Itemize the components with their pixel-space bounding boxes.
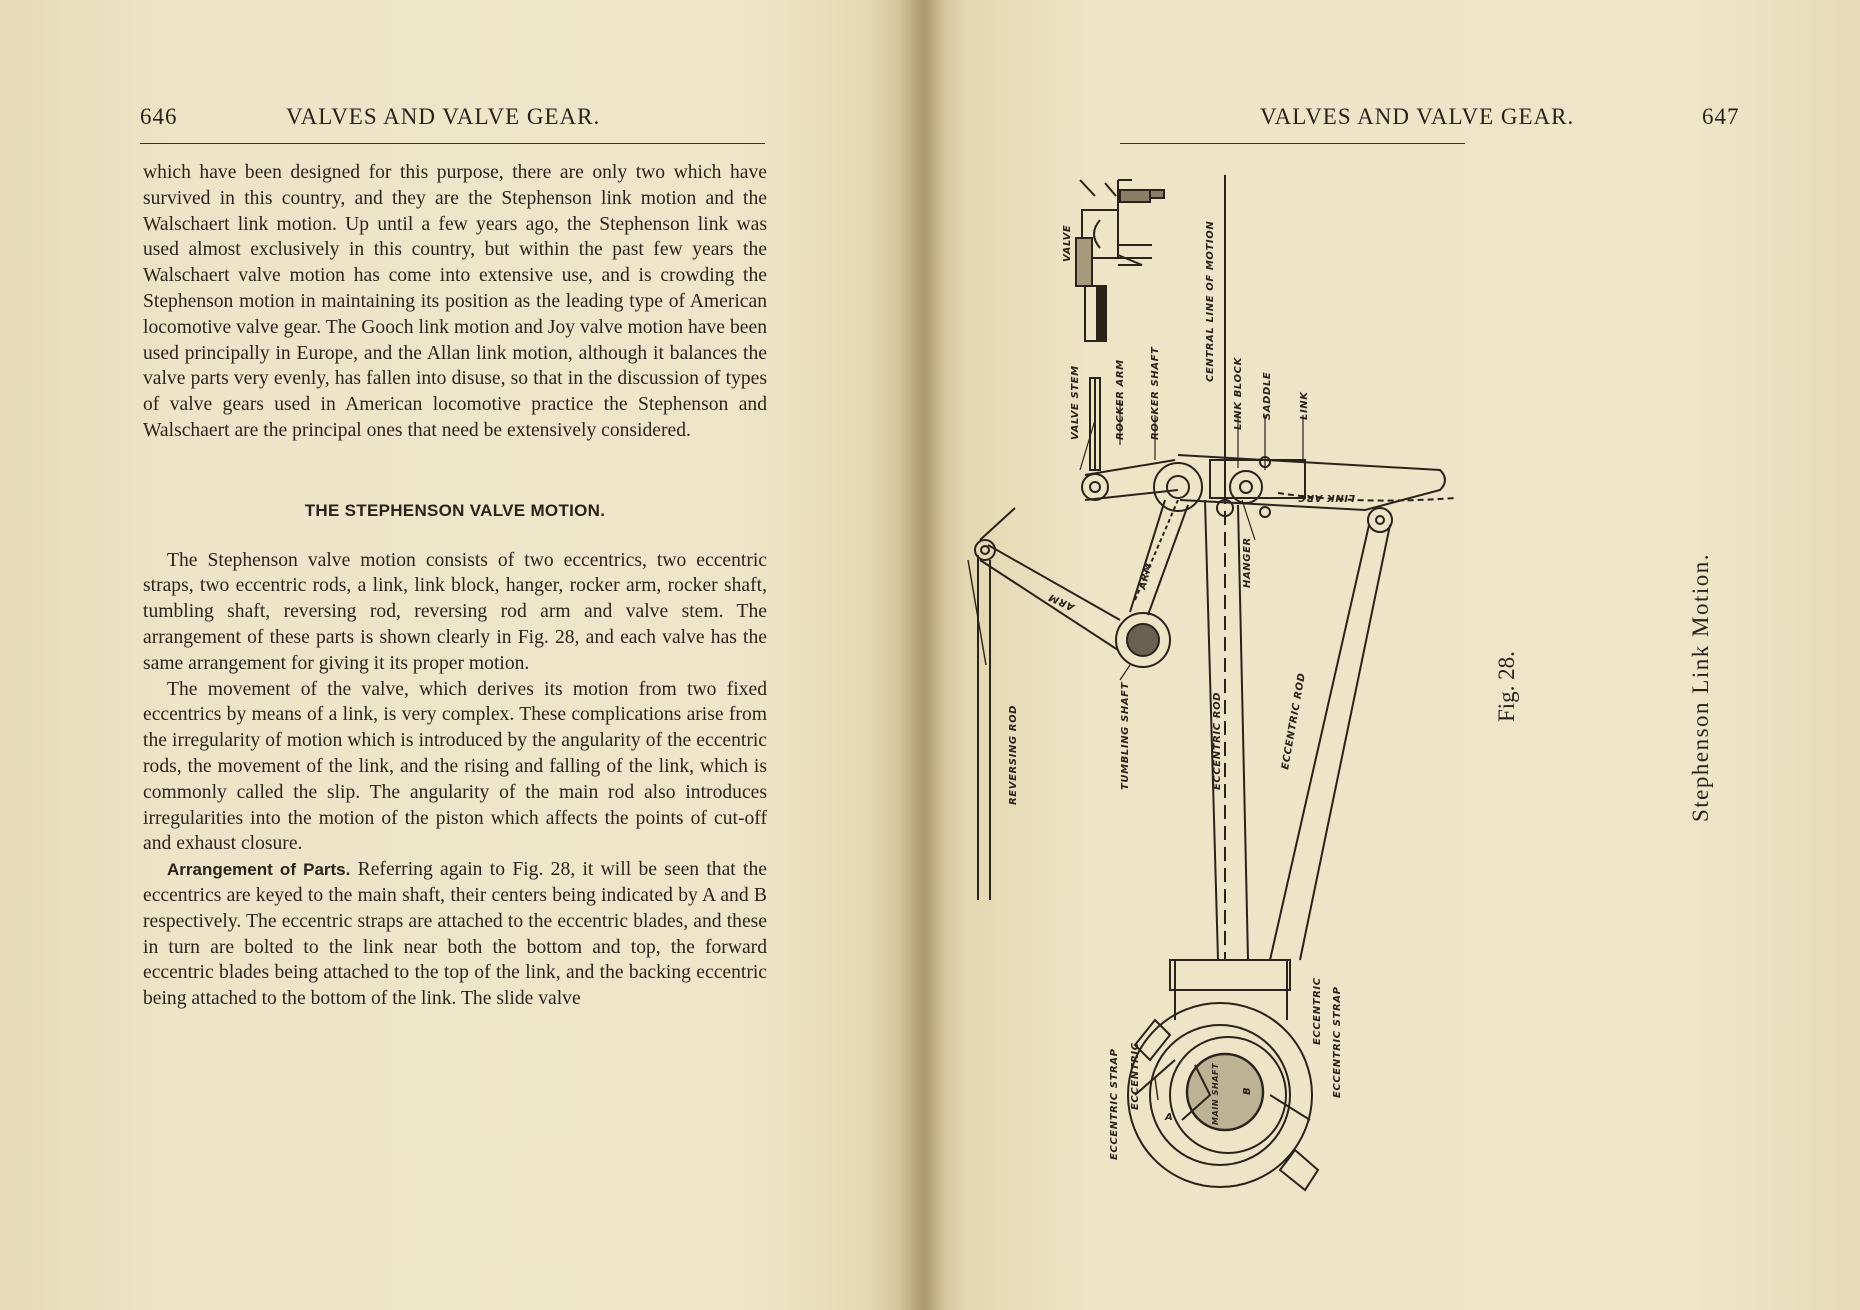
right-head-rule	[1120, 143, 1465, 144]
label-central-line: CENTRAL LINE OF MOTION	[1205, 221, 1216, 382]
label-eccentric-strap-right: ECCENTRIC STRAP	[1332, 986, 1343, 1098]
right-running-head: VALVES AND VALVE GEAR.	[1260, 104, 1575, 129]
figure-number: Fig. 28.	[1494, 651, 1519, 722]
link-arc	[1277, 492, 1456, 502]
left-page: 646 VALVES AND VALVE GEAR. which have be…	[0, 0, 920, 1310]
book-gutter	[900, 0, 945, 1310]
hanger-left-edge	[1129, 499, 1166, 613]
stephenson-link-motion-figure: VALVE VALVE STEM ROCKER ARM ROCKER SHAFT…	[967, 175, 1713, 1192]
main-shaft	[1185, 1052, 1265, 1132]
right-page: VALVES AND VALVE GEAR. 647	[920, 0, 1860, 1310]
figure-title: Stephenson Link Motion.	[1688, 553, 1713, 822]
label-eccentric-strap-left: ECCENTRIC STRAP	[1109, 1048, 1120, 1160]
rocker-arm	[1084, 459, 1179, 501]
rocker-arm-pin	[1081, 473, 1109, 501]
eccentric-right	[1169, 1036, 1287, 1154]
paragraph-1: which have been designed for this purpos…	[143, 162, 767, 441]
paragraph-4-heading: Arrangement of Parts.	[167, 860, 351, 880]
label-saddle: SADDLE	[1262, 372, 1273, 420]
saddle	[1229, 470, 1263, 504]
rocker-shaft	[1153, 462, 1203, 512]
eccentric-web	[1181, 1064, 1212, 1121]
eccentric-strap-left	[1127, 1002, 1313, 1188]
paragraph-4-text: Referring again to Fig. 28, it will be s…	[143, 859, 767, 1010]
paragraph-2: The Stephenson valve motion consists of …	[143, 549, 767, 674]
label-rocker-shaft: ROCKER SHAFT	[1150, 346, 1161, 440]
label-main-shaft: MAIN SHAFT	[1211, 1063, 1220, 1125]
label-rocker-arm: ROCKER ARM	[1115, 359, 1126, 440]
label-arm-upper: ARM	[1137, 562, 1155, 592]
link-lower-pin	[1367, 507, 1393, 533]
right-page-number: 647	[1702, 104, 1740, 129]
label-link-arc: LINK ARC	[1298, 492, 1355, 503]
label-point-b: B	[1242, 1087, 1253, 1095]
label-point-a: A	[1164, 1112, 1173, 1123]
eccentric-rod-1	[1204, 499, 1249, 961]
paragraph-3: The movement of the valve, which derives…	[143, 678, 767, 855]
left-body-text: which have been designed for this purpos…	[143, 160, 767, 1012]
eccentric-rod-2	[1269, 524, 1391, 961]
label-eccentric-right: ECCENTRIC	[1312, 977, 1323, 1045]
label-hanger: HANGER	[1242, 537, 1253, 588]
strap-bolt-left	[1133, 1018, 1172, 1062]
strap-bolts	[1169, 959, 1291, 991]
label-tumbling-shaft: TUMBLING SHAFT	[1120, 681, 1131, 790]
reversing-arm	[979, 544, 1121, 651]
paragraph-4: Arrangement of Parts. Referring again to…	[143, 857, 767, 1012]
section-title: THE STEPHENSON VALVE MOTION.	[304, 500, 606, 520]
link	[1177, 454, 1446, 512]
label-link: LINK	[1299, 391, 1310, 420]
strap-bolt-right	[1278, 1148, 1320, 1192]
label-eccentric-left: ECCENTRIC	[1130, 1042, 1141, 1110]
valve-assembly	[1075, 179, 1165, 342]
left-page-number: 646	[140, 104, 178, 129]
left-head-rule	[140, 143, 765, 144]
label-valve-stem: VALVE STEM	[1070, 365, 1081, 440]
tumbling-shaft	[1115, 612, 1171, 668]
label-valve: VALVE	[1062, 225, 1073, 262]
label-link-block: LINK BLOCK	[1233, 356, 1244, 430]
label-reversing-rod: REVERSING ROD	[1008, 705, 1019, 805]
left-running-head: VALVES AND VALVE GEAR.	[286, 104, 601, 129]
label-eccentric-rod-2: ECCENTRIC ROD	[1280, 672, 1308, 770]
label-eccentric-rod-1: ECCENTRIC ROD	[1212, 692, 1223, 790]
